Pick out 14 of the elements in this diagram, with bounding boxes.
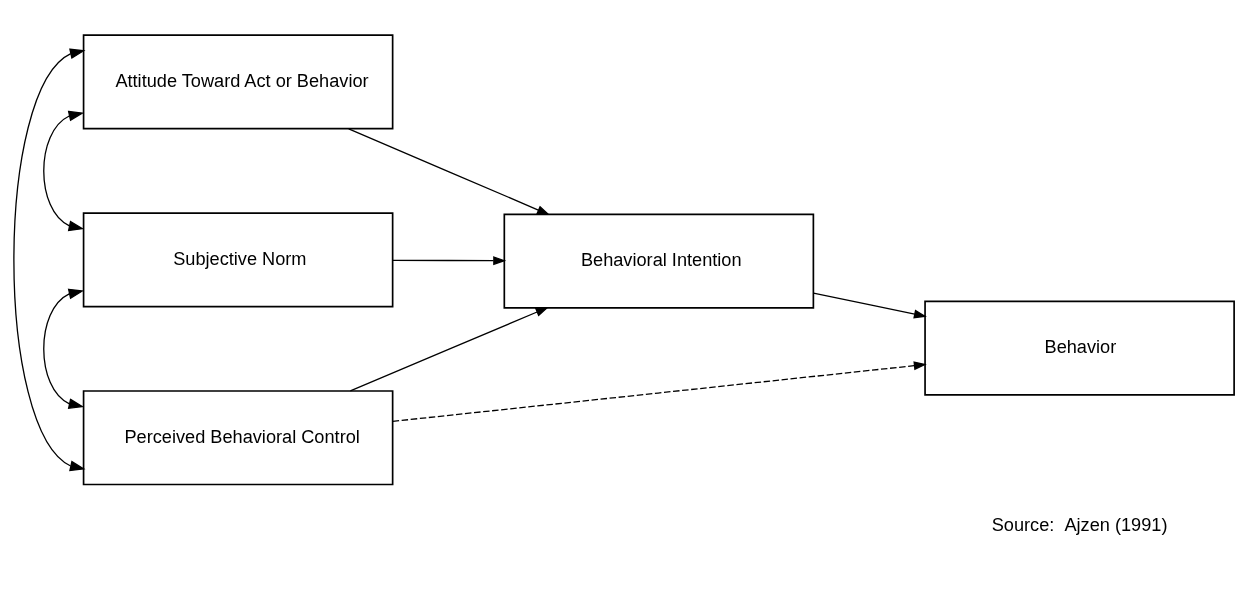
- node-box: Attitude Toward Act or Behavior: [82, 33, 394, 130]
- arrow: [392, 360, 927, 422]
- arrow: [349, 306, 549, 392]
- arrow: [13, 47, 86, 471]
- label: Source: Ajzen (1991): [991, 514, 1168, 535]
- arrow: [348, 127, 550, 215]
- node-box: Perceived Behavioral Control: [82, 389, 394, 485]
- node-box: Subjective Norm: [82, 211, 394, 307]
- arrow: [392, 255, 507, 265]
- node-box: Behavior: [924, 300, 1235, 396]
- arrow: [812, 291, 927, 318]
- node-box: Behavioral Intention: [503, 213, 815, 309]
- arrow: [43, 110, 85, 231]
- arrow: [43, 288, 85, 409]
